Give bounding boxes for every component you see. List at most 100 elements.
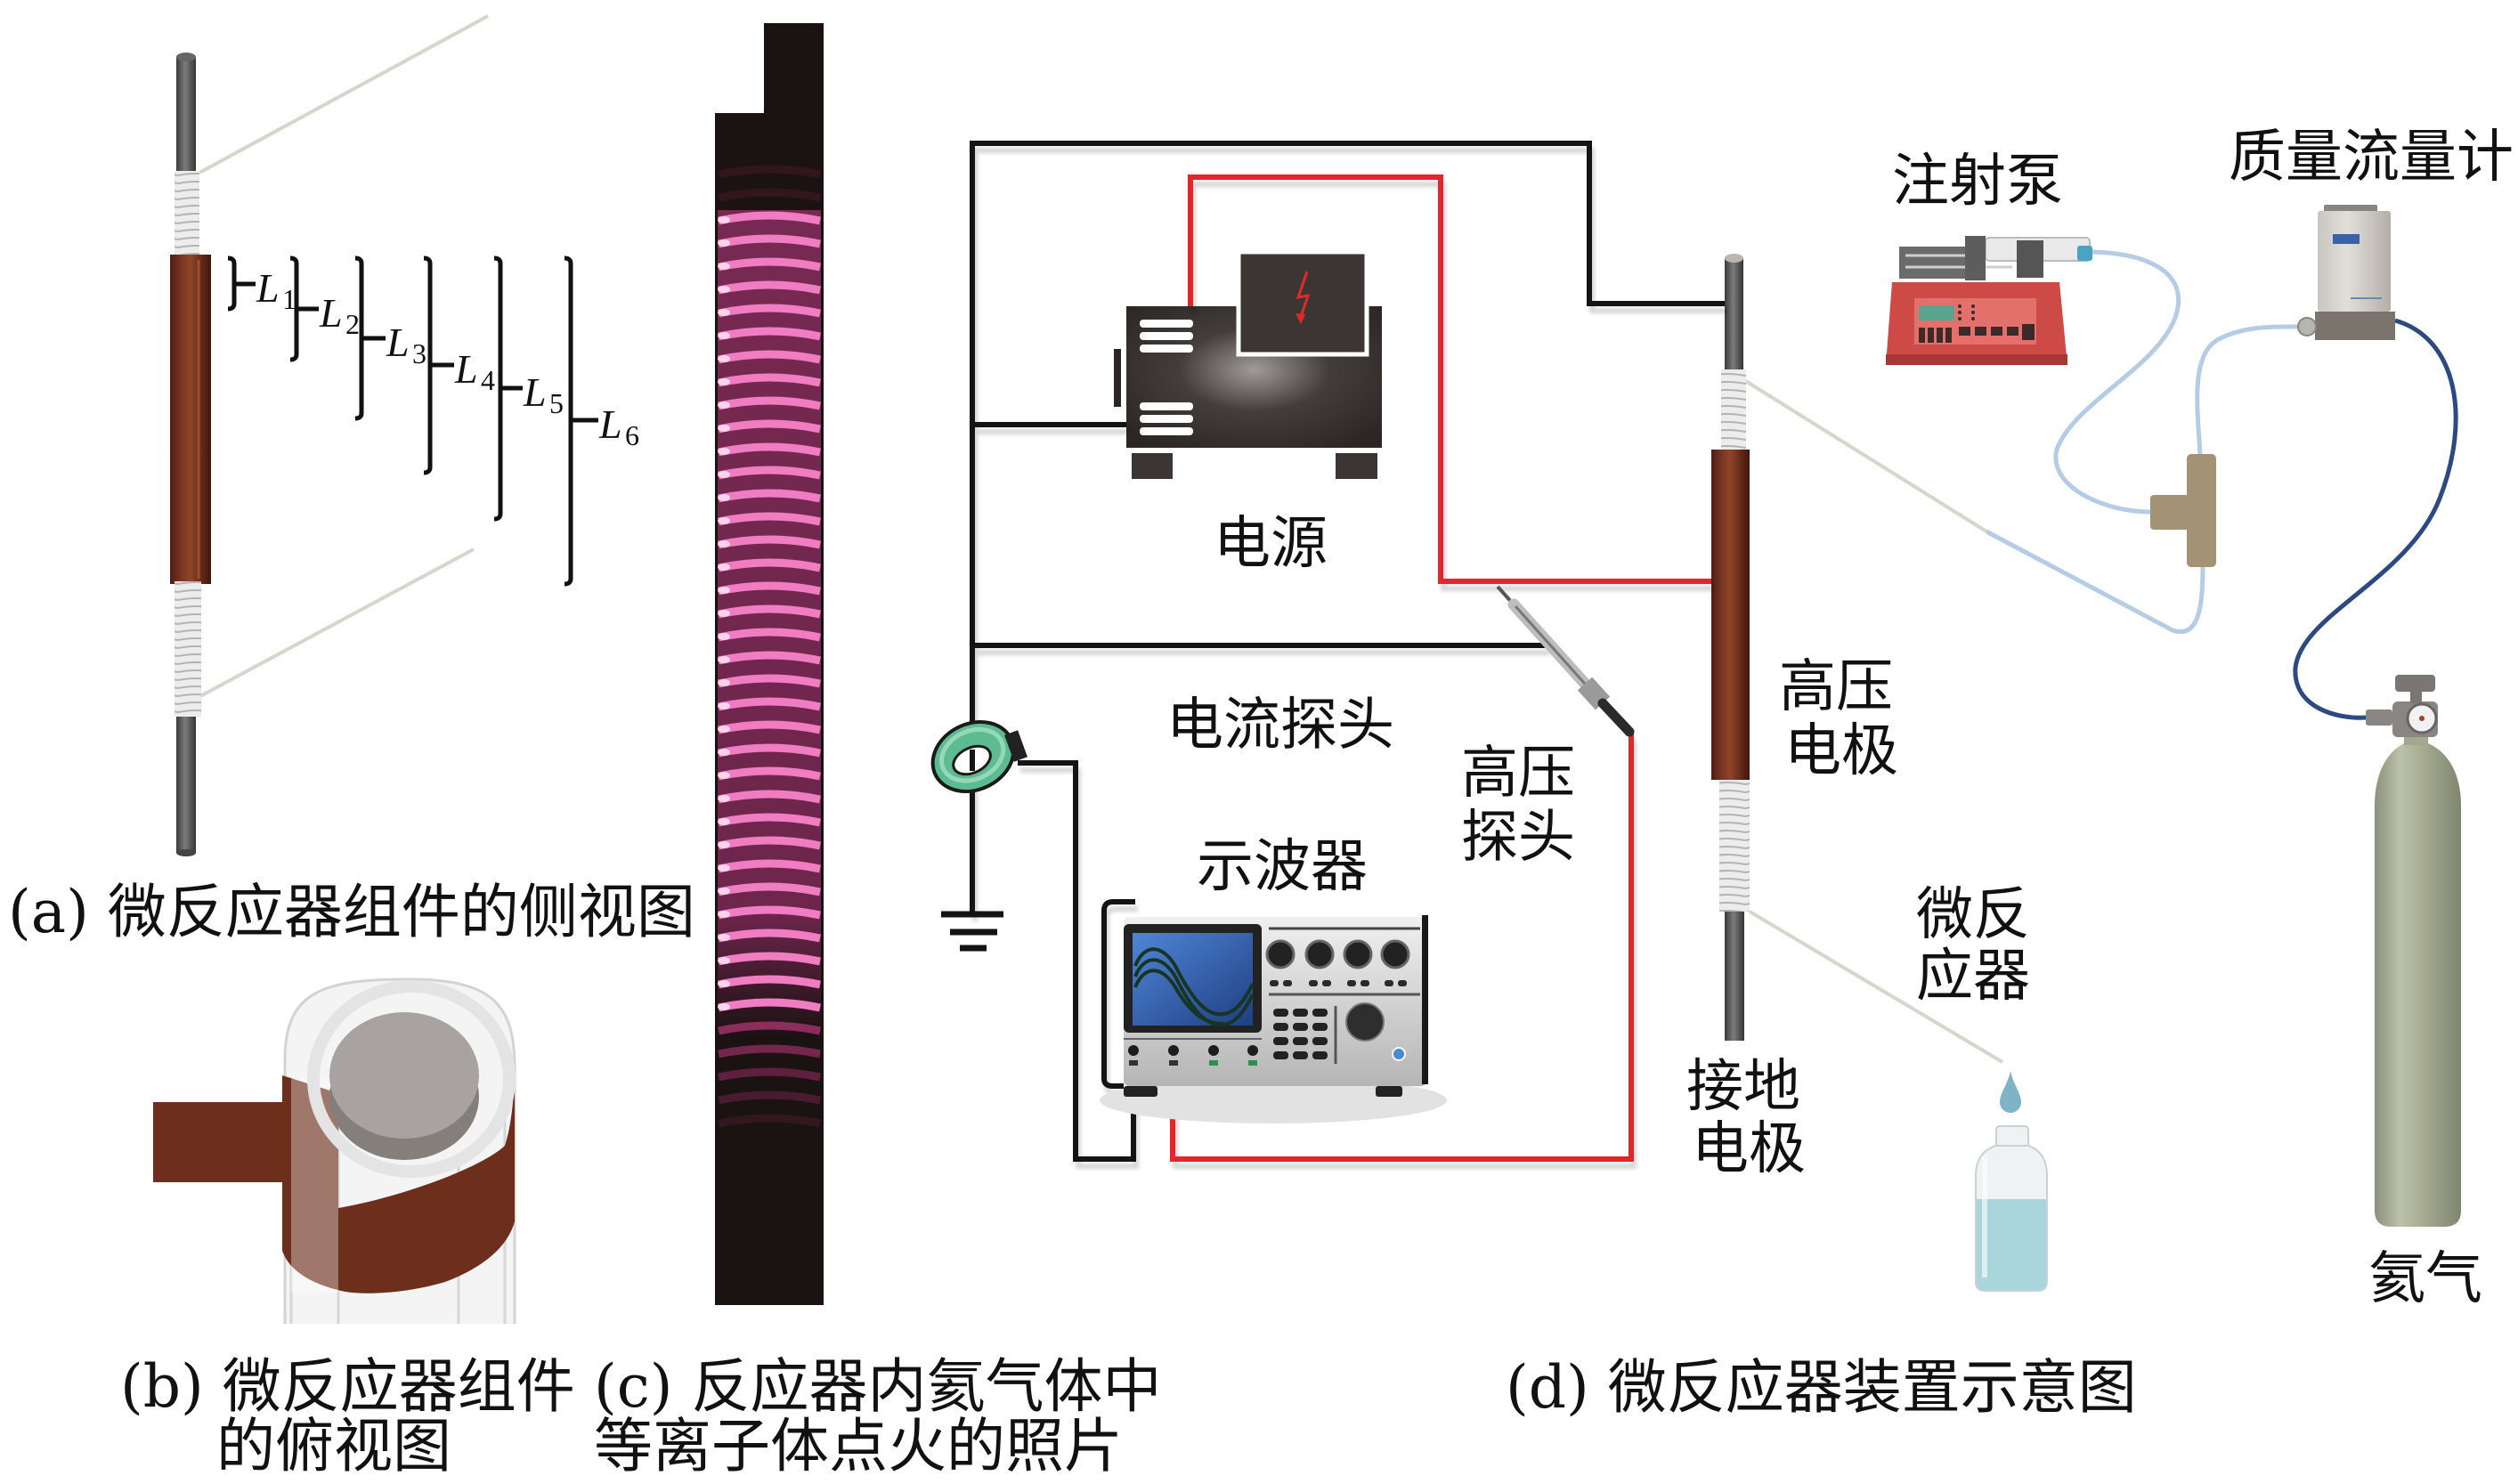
power-supply-handle — [1114, 349, 1121, 407]
panel-d-setup-schematic — [930, 141, 2461, 1292]
knob — [1304, 939, 1335, 969]
pump-button — [1937, 328, 1943, 343]
syringe-tip — [2077, 246, 2092, 261]
label-power-supply: 电源 — [1214, 511, 1328, 577]
dim-label-subscript: 2 — [345, 308, 360, 340]
panel-c-plasma-photo — [715, 23, 824, 1305]
input-port — [1247, 1045, 1258, 1056]
tube-syringe-to-tee — [2053, 249, 2181, 515]
lower-fiber-coil — [175, 581, 201, 717]
channel-knobs — [1265, 939, 1410, 969]
plasma-band-highlight — [718, 795, 730, 802]
caption-panel-c-line1: (c) 反应器内氦气体中 — [594, 1352, 1162, 1421]
pump-button — [1975, 327, 1986, 336]
high-voltage-probe — [1496, 585, 1635, 737]
tube-tee-to-reactor — [1985, 529, 2205, 635]
plasma-band-highlight — [718, 911, 730, 918]
label-oscilloscope: 示波器 — [1197, 834, 1368, 900]
plasma-band — [718, 188, 821, 202]
dimension-brackets — [227, 255, 598, 587]
plasma-band-highlight — [718, 656, 730, 663]
vent-slot — [1140, 320, 1193, 328]
key — [1312, 1009, 1328, 1017]
tube-mfc-to-tee — [2195, 324, 2299, 455]
power-button — [1392, 1047, 1406, 1061]
key — [1273, 1009, 1288, 1017]
plasma-band-highlight — [718, 216, 730, 223]
plasma-band-highlight — [718, 309, 730, 316]
plasma-band — [718, 1114, 821, 1128]
plasma-band-highlight — [718, 633, 730, 640]
pump-led — [1971, 317, 1975, 320]
small-button — [1283, 980, 1292, 986]
plasma-band-highlight — [718, 378, 730, 385]
small-button — [1347, 980, 1356, 986]
plasma-band — [718, 1021, 821, 1035]
port-indicator — [1129, 1060, 1138, 1066]
plasma-band-highlight — [718, 726, 730, 733]
bracket-l3 — [354, 255, 386, 421]
key — [1293, 1051, 1308, 1059]
wire-power-to-electrode — [1188, 174, 1711, 584]
waveform-trace — [1133, 969, 1230, 1026]
plasma-band — [718, 1067, 821, 1082]
label-ground-electrode-line1: 接地 — [1686, 1054, 1800, 1120]
dim-label-letter: L — [454, 346, 478, 392]
small-button — [1385, 980, 1393, 986]
plasma-band-highlight — [718, 864, 730, 872]
dim-label-letter: L — [386, 320, 410, 365]
lightning-arrowhead — [1296, 313, 1305, 324]
plasma-band-highlight — [718, 888, 730, 895]
pump-buttons — [1919, 304, 2035, 343]
caption-panel-b-line2: 的俯视图 — [216, 1412, 451, 1480]
gas-line — [2293, 318, 2458, 720]
label-ground-electrode-line2: 电极 — [1692, 1116, 1806, 1182]
pump-display — [1919, 305, 1954, 320]
lower-fiber — [1748, 910, 2004, 1064]
dim-label-letter: L — [523, 369, 547, 415]
mfc-connector — [2324, 205, 2377, 213]
dim-label-subscript: 3 — [412, 337, 426, 369]
bottle-highlight — [1982, 1157, 1987, 1277]
current-probe-ring-highlight — [939, 726, 1006, 783]
caption-panel-c-line2: 等离子体点火的照片 — [594, 1412, 1123, 1480]
cylinder-neck — [2404, 735, 2428, 745]
caption-panel-b-line1: (b) 微反应器组件 — [120, 1352, 575, 1421]
pump-button — [1959, 327, 1970, 336]
ground-wires — [970, 141, 1725, 1162]
label-hv-probe-line2: 探头 — [1461, 805, 1575, 871]
electrode-band — [282, 1059, 515, 1293]
syringe-pump — [1886, 236, 2092, 365]
port-indicator — [1169, 1060, 1178, 1066]
plasma-band-highlight — [718, 448, 730, 455]
high-voltage-icon — [1296, 271, 1311, 324]
probe-cable-boot — [1597, 698, 1635, 737]
ground-electrode-rod — [1725, 912, 1744, 1041]
label-microreactor-line1: 微反 — [1916, 882, 2030, 948]
plasma-band-highlight — [718, 263, 730, 270]
plasma-band — [718, 1091, 821, 1105]
waveform-trace — [1133, 947, 1255, 1017]
panel-b-top-view — [153, 977, 516, 1324]
input-port — [1208, 1045, 1219, 1056]
glass-rim — [307, 980, 516, 1178]
tee-connector — [2150, 454, 2216, 567]
pump-button — [1928, 328, 1934, 343]
upper-inner-rod — [1725, 258, 1743, 374]
plasma-band-highlight — [718, 401, 730, 409]
bracket-l4 — [423, 255, 454, 475]
label-helium-gas: 氦气 — [2368, 1246, 2482, 1312]
plasma-band-highlight — [718, 355, 730, 362]
small-button — [1270, 980, 1279, 986]
pump-button — [1991, 327, 2002, 336]
mfc-body — [2318, 211, 2391, 312]
oscilloscope — [1100, 915, 1447, 1123]
vent-slot — [1140, 427, 1193, 435]
input-port — [1128, 1045, 1139, 1056]
oscilloscope-shadow — [1100, 1077, 1447, 1123]
upper-fiber-coil — [175, 171, 199, 256]
key — [1312, 1023, 1328, 1031]
plasma-band-highlight — [718, 610, 730, 617]
dim-label-subscript: 5 — [549, 387, 564, 419]
